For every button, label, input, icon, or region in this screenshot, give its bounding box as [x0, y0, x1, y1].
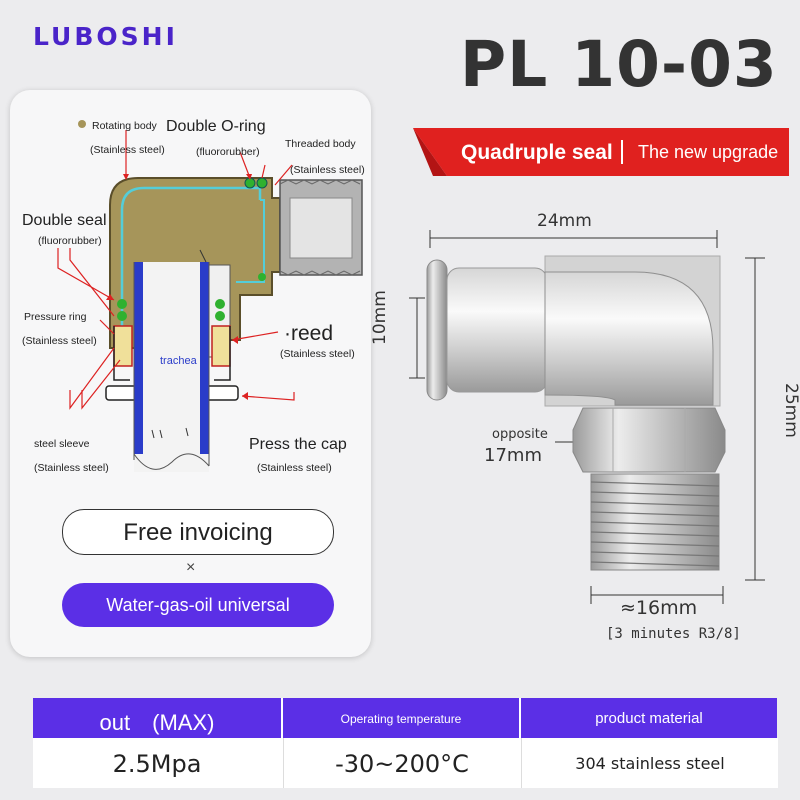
spec-value-material-text: 304 stainless steel — [575, 754, 725, 773]
label-threaded-body: Threaded body — [285, 138, 356, 150]
tube-dimension: 10mm — [370, 290, 390, 345]
label-rotating-body-material: (Stainless steel) — [90, 144, 165, 156]
label-steel-sleeve-material: (Stainless steel) — [34, 462, 109, 474]
label-double-seal-material: (fluororubber) — [38, 235, 102, 247]
label-steel-sleeve: steel sleeve — [34, 438, 90, 450]
label-press-cap-material: (Stainless steel) — [257, 462, 332, 474]
height-dimension: 25mm — [781, 383, 800, 438]
banner-right-text: The new upgrade — [638, 142, 779, 162]
opposite-label: opposite — [492, 427, 548, 442]
free-invoicing-pill: Free invoicing — [62, 509, 334, 555]
label-double-seal: Double seal — [22, 212, 107, 229]
model-title: PL 10-03 — [460, 28, 778, 101]
label-double-oring: Double O-ring — [166, 118, 266, 135]
label-reed: ·reed — [284, 322, 334, 345]
times-symbol: × — [186, 559, 196, 576]
spec-header-temperature-text: Operating temperature — [340, 712, 462, 726]
spec-header-material: product material — [521, 698, 777, 738]
spec-header-pressure: out (MAX) — [33, 698, 281, 738]
width-dimension: 24mm — [537, 211, 592, 231]
threaded-body-shape — [279, 179, 363, 276]
spec-value-temperature: -30~200°C — [283, 738, 520, 788]
label-pressure-ring: Pressure ring — [24, 311, 87, 323]
universal-text: Water-gas-oil universal — [106, 595, 290, 615]
spec-table: out (MAX) Operating temperature product … — [33, 698, 778, 788]
label-threaded-body-material: (Stainless steel) — [290, 164, 365, 176]
universal-pill: Water-gas-oil universal — [62, 583, 334, 627]
banner-divider — [621, 140, 623, 164]
spec-value-pressure: 2.5Mpa — [33, 738, 281, 788]
label-pressure-ring-material: (Stainless steel) — [22, 335, 97, 347]
label-reed-material: (Stainless steel) — [280, 348, 355, 360]
label-double-oring-material: (fluororubber) — [196, 146, 260, 158]
free-invoicing-text: Free invoicing — [123, 519, 273, 546]
thread-spec: [3 minutes R3/8] — [606, 626, 741, 642]
opposite-value: 17mm — [484, 445, 542, 466]
spec-value-material: 304 stainless steel — [521, 738, 778, 788]
spec-header-temperature: Operating temperature — [283, 698, 519, 738]
banner-left-text: Quadruple seal — [461, 141, 613, 164]
cross-section-diagram — [57, 120, 363, 472]
brand-logo: LUBOSHI — [33, 22, 178, 51]
thread-width-dimension: ≈16mm — [620, 597, 698, 619]
label-rotating-body: Rotating body — [92, 120, 157, 132]
spec-header-pressure-text: out (MAX) — [99, 710, 215, 735]
spec-value-temperature-text: -30~200°C — [335, 750, 469, 778]
feature-banner: Quadruple seal The new upgrade — [413, 128, 789, 176]
label-trachea: trachea — [160, 355, 197, 367]
label-press-cap: Press the cap — [249, 436, 347, 453]
product-image — [409, 230, 765, 604]
spec-header-material-text: product material — [595, 710, 703, 727]
banner-background — [413, 128, 789, 176]
spec-value-pressure-text: 2.5Mpa — [112, 750, 202, 778]
